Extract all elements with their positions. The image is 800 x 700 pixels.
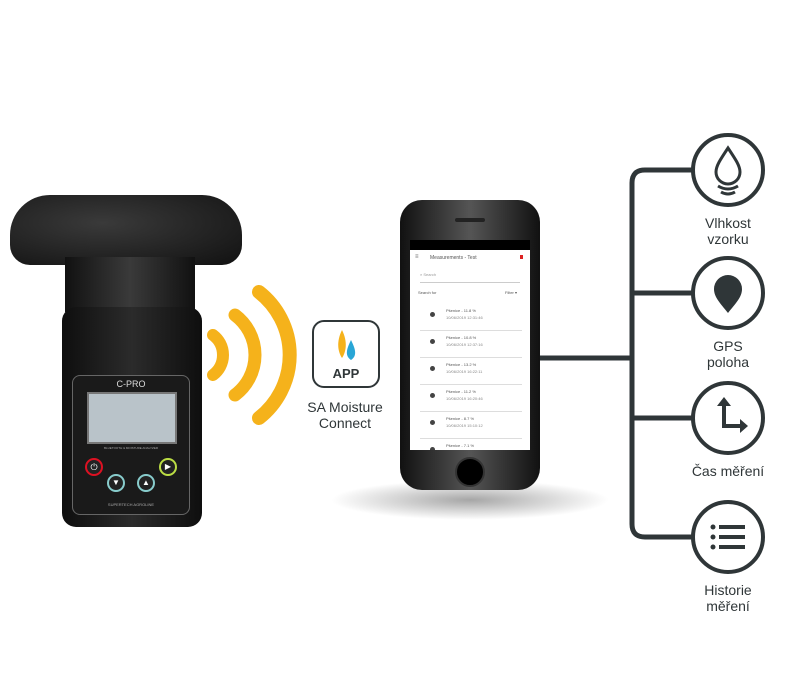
- list-item[interactable]: Pšenice - 7.1 %10/06/2019 13:05:06: [420, 437, 522, 450]
- power-button[interactable]: ⏻: [85, 458, 103, 476]
- search-for-label: Search for: [418, 290, 437, 295]
- up-button[interactable]: ▲: [137, 474, 155, 492]
- chevron-down-icon: ▾: [515, 290, 518, 295]
- search-input[interactable]: ⌕ Search: [420, 272, 520, 283]
- list-item[interactable]: Pšenice - 13.2 % 10/06/2019 16:22:11: [420, 356, 522, 385]
- filter-button[interactable]: Filter ▾: [505, 290, 517, 295]
- phone-app-title: Measurements - Test: [430, 255, 477, 261]
- water-drop-icon: [691, 133, 765, 207]
- app-icon: APP: [312, 320, 380, 388]
- feature-label-line2: měření: [706, 598, 750, 614]
- item-dot-icon: [430, 366, 435, 371]
- feature-water-drop: [690, 132, 766, 208]
- home-button[interactable]: [455, 457, 485, 487]
- item-dot-icon: [430, 312, 435, 317]
- moisture-meter-device: C-PRO BLUETOOTH & MOISTURE ANALYZER ⏻ ▶ …: [10, 195, 242, 527]
- clock-arrow-icon: [691, 381, 765, 455]
- item-name: Pšenice - 7.1 %: [446, 443, 475, 448]
- item-name: Pšenice - 13.2 %: [446, 362, 477, 367]
- list-item[interactable]: Pšenice - 11.8 % 10/06/2019 12:31:46: [420, 302, 522, 331]
- item-name: Pšenice - 11.8 %: [446, 308, 476, 313]
- list-item[interactable]: Pšenice - 11.2 % 10/06/2019 16:20:46: [420, 383, 522, 412]
- device-panel: C-PRO BLUETOOTH & MOISTURE ANALYZER ⏻ ▶ …: [72, 375, 190, 515]
- item-dot-icon: [430, 420, 435, 425]
- feature-label-line1: Historie: [704, 582, 752, 598]
- feature-list: [690, 499, 766, 575]
- phone-speaker: [455, 218, 485, 222]
- item-dot-icon: [430, 393, 435, 398]
- right-button[interactable]: ▶: [159, 458, 177, 476]
- item-date: 10/06/2019 12:31:46: [446, 315, 483, 320]
- filter-label: Filter: [505, 290, 514, 295]
- delete-icon[interactable]: [520, 255, 523, 259]
- app-name: SA Moisture Connect: [290, 399, 400, 431]
- item-name: Pšenice - 11.2 %: [446, 389, 476, 394]
- item-dot-icon: [430, 447, 435, 450]
- device-tagline: BLUETOOTH & MOISTURE ANALYZER: [103, 446, 159, 450]
- item-date: 10/06/2019 16:22:11: [446, 369, 483, 374]
- device-screen: [87, 392, 177, 444]
- device-neck: [65, 257, 195, 312]
- feature-map-pin: [690, 255, 766, 331]
- app-icon-label: APP: [332, 366, 360, 381]
- item-date: 10/06/2019 16:20:46: [446, 396, 483, 401]
- item-date: 10/06/2019 12:37:16: [446, 342, 483, 347]
- search-icon: ⌕: [420, 272, 423, 277]
- feature-label-line1: GPS: [713, 338, 743, 354]
- feature-label-line2: vzorku: [707, 231, 749, 247]
- device-maker: SUPERTECH AGROLINE: [107, 502, 155, 507]
- item-name: Pšenice - 10.8 %: [446, 335, 477, 340]
- map-pin-icon: [691, 256, 765, 330]
- feature-label-line1: Čas měření: [691, 463, 765, 479]
- down-button[interactable]: ▼: [107, 474, 125, 492]
- item-dot-icon: [430, 339, 435, 344]
- feature-label: Čas měření: [673, 463, 783, 479]
- list-item[interactable]: Pšenice - 8.7 % 10/06/2019 15:10:12: [420, 410, 522, 439]
- item-name: Pšenice - 8.7 %: [446, 416, 475, 421]
- device-cap: [10, 195, 242, 265]
- feature-label-line2: poloha: [706, 354, 750, 370]
- item-date: 10/06/2019 15:10:12: [446, 423, 483, 428]
- smartphone: ≡ Measurements - Test ⌕ Search Search fo…: [400, 200, 540, 490]
- phone-screen: ≡ Measurements - Test ⌕ Search Search fo…: [410, 240, 530, 450]
- list-item[interactable]: Pšenice - 10.8 % 10/06/2019 12:37:16: [420, 329, 522, 358]
- wireless-signal-icon: [207, 285, 297, 425]
- menu-icon[interactable]: ≡: [415, 254, 419, 260]
- app-name-line1: SA Moisture: [307, 399, 383, 415]
- feature-clock-arrow: [690, 380, 766, 456]
- app-name-line2: Connect: [318, 415, 372, 431]
- feature-label-line1: Vlhkost: [705, 215, 751, 231]
- drop-logo-icon: [338, 330, 356, 360]
- list-icon: [691, 500, 765, 574]
- device-brand: C-PRO: [116, 379, 146, 389]
- device-body: C-PRO BLUETOOTH & MOISTURE ANALYZER ⏻ ▶ …: [62, 307, 202, 527]
- search-placeholder: Search: [423, 272, 437, 277]
